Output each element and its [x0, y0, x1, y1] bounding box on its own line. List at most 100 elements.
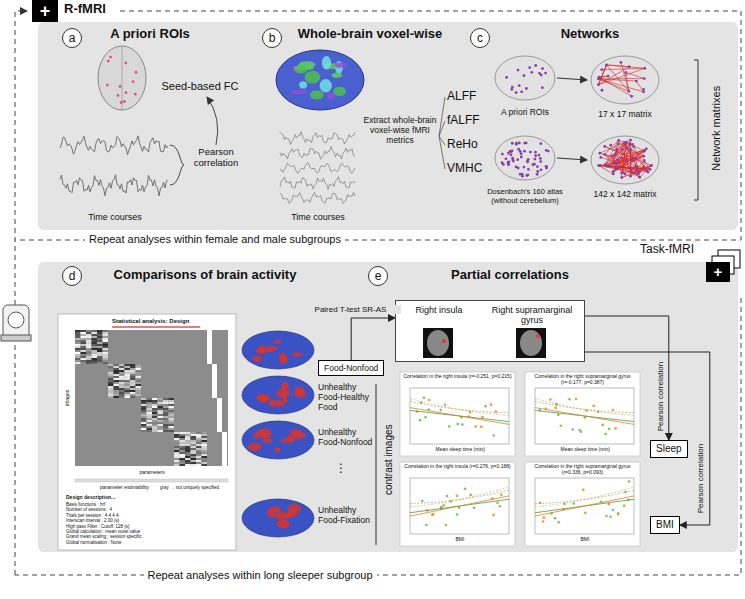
drawing [163, 402, 169, 404]
drawing [130, 382, 136, 384]
data-point [575, 398, 578, 401]
drawing [191, 442, 197, 444]
edge-label: Paired T-test SR-AS [300, 305, 401, 314]
data-point [481, 416, 484, 419]
drawing [169, 410, 175, 412]
data-point [464, 487, 467, 490]
drawing [86, 356, 92, 358]
drawing [287, 504, 301, 513]
drawing [81, 330, 87, 332]
drawing [119, 378, 125, 380]
task-icon [706, 250, 740, 282]
drawing [97, 360, 103, 362]
drawing [136, 396, 142, 398]
time-course [280, 146, 355, 159]
drawing [97, 342, 103, 344]
drawing [202, 444, 208, 446]
drawing [119, 390, 125, 392]
drawing [191, 440, 197, 442]
drawing [136, 386, 142, 388]
data-point [445, 524, 448, 527]
drawing [86, 350, 92, 352]
drawing [92, 334, 98, 336]
roi-dot [539, 160, 542, 163]
drawing [114, 390, 120, 392]
roi-dot [515, 91, 518, 94]
drawing [174, 460, 180, 462]
metric-label: ALFF [447, 90, 476, 104]
drawing [152, 408, 158, 410]
network-edge [629, 144, 638, 174]
section-heading: Whole-brain voxel-wise [290, 27, 450, 42]
panel-letter: e [368, 266, 388, 286]
roi-dot [638, 176, 641, 179]
drawing [86, 340, 92, 342]
data-point [424, 416, 427, 419]
drawing [163, 430, 169, 432]
roi-dot [615, 148, 618, 151]
roi-dot [510, 153, 513, 156]
drawing [152, 424, 158, 426]
roi-dot [134, 93, 137, 96]
roi-dot [523, 142, 526, 145]
drawing [185, 460, 191, 462]
drawing [202, 456, 208, 458]
drawing [335, 62, 347, 67]
drawing [141, 420, 147, 422]
confidence-band [410, 399, 509, 416]
roi-dot [612, 173, 615, 176]
drawing [86, 338, 92, 340]
network-edge [613, 156, 644, 171]
scatter-plot [525, 462, 640, 546]
panel-letter: a [62, 28, 82, 48]
roi-dot [626, 159, 629, 162]
drawing [174, 452, 180, 454]
drawing [75, 348, 81, 350]
drawing [196, 434, 202, 436]
drawing [169, 408, 175, 410]
underline [112, 326, 200, 327]
data-point [446, 495, 449, 498]
drawing [108, 384, 114, 386]
drawing [180, 458, 186, 460]
drawing [75, 346, 81, 348]
drawing [185, 440, 191, 442]
roi-dot [527, 168, 530, 171]
drawing [136, 370, 142, 372]
drawing [103, 340, 109, 342]
drawing [92, 350, 98, 352]
time-course [60, 136, 168, 155]
node-text: Right supramarginal gyrus [482, 305, 582, 326]
drawing [152, 404, 158, 406]
drawing [114, 368, 120, 370]
time-course [280, 177, 355, 189]
roi-dot [527, 158, 530, 161]
drawing [158, 418, 164, 420]
data-point [542, 520, 545, 523]
roi-dot [620, 156, 623, 159]
drawing [191, 434, 197, 436]
drawing [163, 424, 169, 426]
drawing [180, 448, 186, 450]
data-point [623, 505, 626, 508]
roi-dot [629, 148, 632, 151]
method-label: Extract whole-brain voxel-wise fMRI metr… [362, 116, 438, 145]
caption-label: Time courses [273, 212, 363, 222]
drawing [327, 93, 335, 99]
drawing [97, 362, 103, 364]
roi-dot [505, 157, 508, 160]
brain-lateral [495, 56, 659, 184]
data-point [423, 396, 426, 399]
roi-dot [520, 156, 523, 159]
drawing [130, 396, 136, 398]
drawing [103, 362, 109, 364]
drawing [169, 398, 175, 400]
drawing [158, 398, 164, 400]
drawing [119, 374, 125, 376]
drawing [169, 428, 175, 430]
data-point [592, 405, 595, 408]
panel-letter: c [470, 28, 490, 48]
drawing [119, 386, 125, 388]
spm-description: Trials per session : 4 4 4 4 [66, 513, 119, 518]
drawing [158, 420, 164, 422]
